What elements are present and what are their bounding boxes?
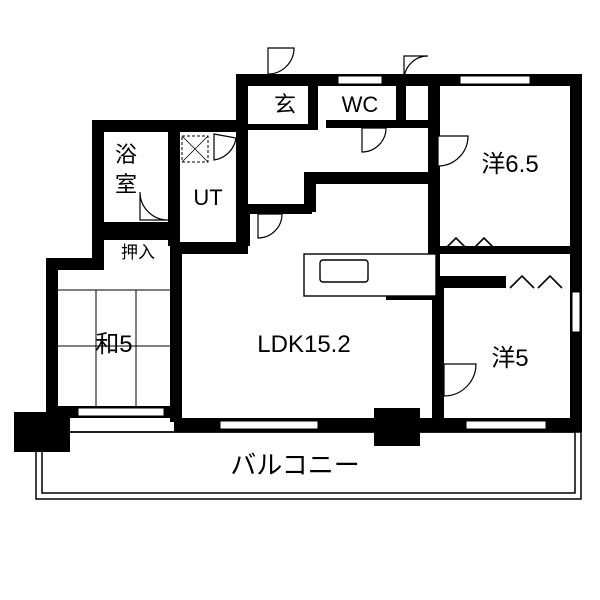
room-label-bath-1: 浴 [115, 142, 137, 167]
room-label-bath-2: 室 [115, 172, 137, 197]
room-label-closet: 押入 [121, 243, 155, 262]
room-label-entrance: 玄 [274, 92, 296, 117]
room-label-japanese-room: 和5 [95, 331, 132, 358]
room-label-west-room-5: 洋5 [491, 345, 528, 372]
room-label-ut: UT [193, 185, 222, 210]
windows [77, 75, 581, 430]
room-label-wc: WC [342, 92, 379, 117]
kitchen-counter [303, 253, 437, 297]
doors [139, 47, 477, 397]
washer-space [181, 135, 209, 163]
room-label-ldk: LDK15.2 [257, 331, 350, 358]
tatami-lines [58, 289, 170, 406]
room-label-balcony: バルコニー [230, 450, 359, 480]
closet-doors [443, 236, 563, 289]
exterior-walls [14, 74, 582, 452]
room-label-west-room-65: 洋6.5 [481, 151, 538, 178]
